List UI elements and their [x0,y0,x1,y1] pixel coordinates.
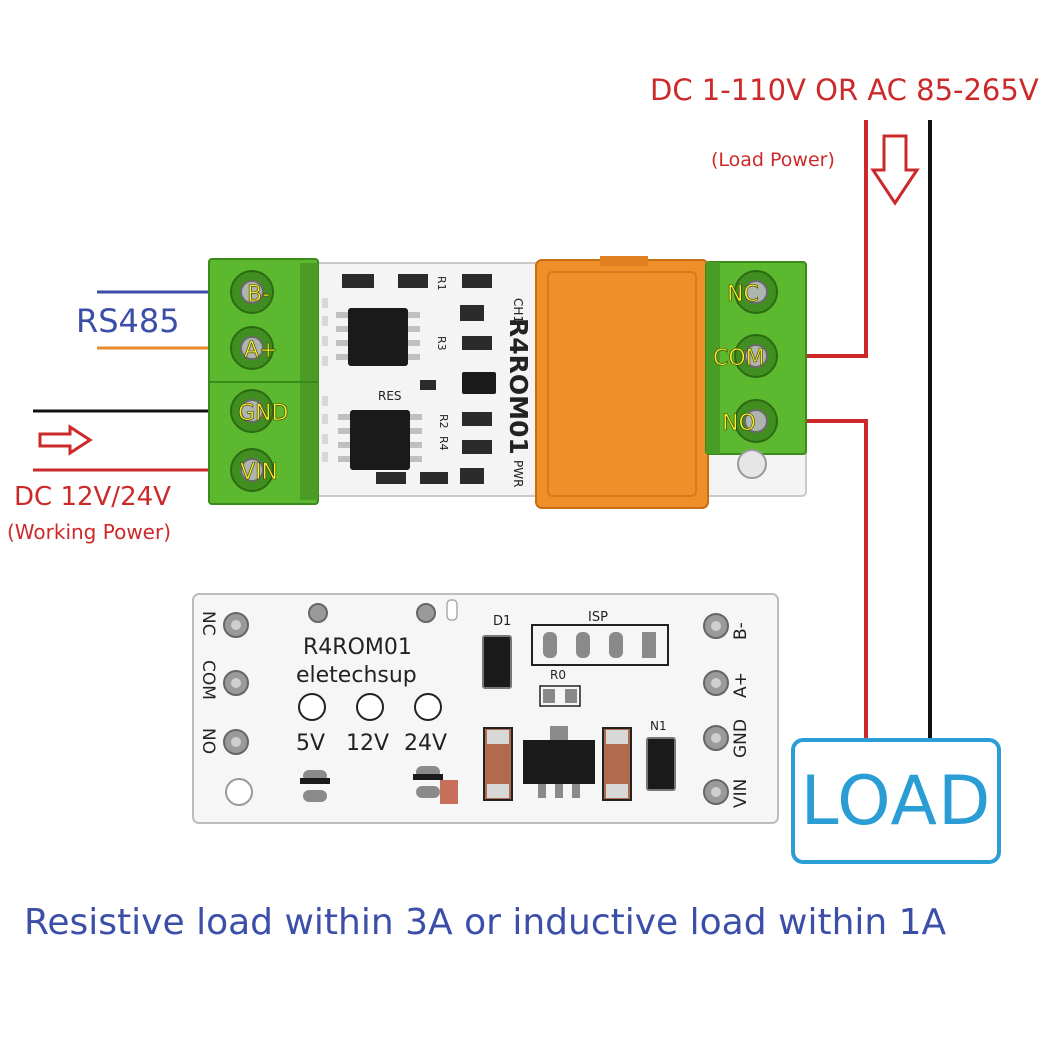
ic-chip [348,308,408,366]
mounting-hole [225,778,253,806]
voltage-label-5v: 5V [296,731,325,756]
top-silkscreen: R4ROM01 CH1 PWR R1 R3 R2 R4 RES [378,276,533,487]
terminal-label-gnd: GND [238,401,288,426]
bottom-board: NC COM NO R4ROM01 eletechsup 5V 12V 24V … [192,593,779,824]
silk-r3: R3 [435,336,448,351]
voltage-regulator [523,740,595,784]
silk-d1: D1 [493,614,511,629]
silk-r0: R0 [550,668,566,682]
pin-label-nc: NC [198,611,218,636]
voltage-label-12v: 12V [346,731,389,756]
load-power-red-wire [784,120,868,358]
silk-ch1: CH1 [511,298,525,323]
transistor [462,372,496,394]
load-power-title: DC 1-110V OR AC 85-265V [650,73,1039,107]
voltage-pad-24v [414,693,442,721]
silk-n1: N1 [650,719,667,733]
voltage-label-24v: 24V [404,731,447,756]
terminal-label-vin: VIN [240,460,278,485]
voltage-pad-5v [298,693,326,721]
down-arrow-icon [870,134,920,206]
right-terminal-block: NC COM NO [705,261,807,479]
brand-label: eletechsup [296,663,417,688]
pin-label-vin: VIN [731,779,751,808]
rs485-label: RS485 [76,302,180,340]
silk-res: RES [378,389,402,403]
load-label: LOAD [800,761,992,841]
diode-n1 [646,737,676,791]
right-pins: B- A+ GND VIN [703,613,751,808]
left-terminal-block: B- A+ GND VIN [208,258,319,505]
pcb-components [322,274,496,484]
working-power-subtitle: (Working Power) [7,520,172,544]
no-to-load-red-wire [784,419,868,740]
load-power-subtitle: (Load Power) [711,149,835,171]
bottom-model: R4ROM01 [303,635,412,660]
left-pins: NC COM NO [198,611,253,806]
working-power-title: DC 12V/24V [14,482,171,512]
pin-label-a: A+ [731,672,751,698]
diode-d1 [482,635,512,689]
right-arrow-icon [38,424,93,456]
silk-r1: R1 [435,276,448,291]
terminal-label-com: COM [713,346,765,371]
silk-isp: ISP [588,610,608,625]
load-box: LOAD [791,738,1001,864]
pin-label-gnd: GND [731,719,751,758]
mounting-hole [737,449,767,479]
silk-pwr: PWR [511,460,525,487]
footer-note: Resistive load within 3A or inductive lo… [24,902,947,943]
terminal-label-no: NO [722,411,756,436]
voltage-pad-12v [356,693,384,721]
terminal-label-a: A+ [244,338,277,363]
model-label: R4ROM01 [504,318,533,455]
relay [535,256,709,509]
load-power-wires [784,120,932,740]
isp-header [531,624,669,666]
terminal-label-nc: NC [727,282,759,307]
top-board: B- A+ GND VIN [208,256,807,509]
pin-label-com: COM [198,660,218,700]
terminal-label-b: B- [247,282,270,307]
silk-r2: R2 [437,414,450,429]
silk-r4: R4 [437,436,450,451]
ic-chip [350,410,410,470]
pin-label-b: B- [731,622,751,640]
pin-label-no: NO [198,728,218,754]
